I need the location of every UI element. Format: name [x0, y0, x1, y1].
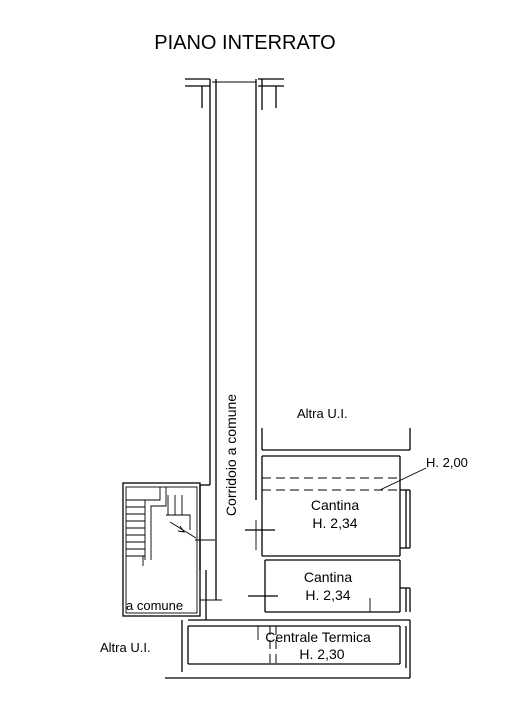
plan-title: PIANO INTERRATO: [154, 32, 336, 54]
staircase: [122, 482, 201, 617]
label-scala-comune: a comune: [126, 598, 183, 613]
label-altra-ui-left: Altra U.I.: [100, 640, 151, 655]
label-cantina-2: Cantina: [304, 569, 352, 585]
cantina-2-walls: [248, 559, 411, 613]
label-centrale-termica-height: H. 2,30: [299, 646, 344, 662]
label-cantina-1-height: H. 2,34: [312, 515, 357, 531]
centrale-termica-walls: [165, 619, 411, 679]
label-cantina-2-height: H. 2,34: [305, 587, 350, 603]
label-height-dashed: H. 2,00: [426, 455, 468, 470]
label-centrale-termica: Centrale Termica: [265, 629, 371, 645]
label-corridoio: Corridoio a comune: [223, 394, 239, 516]
label-cantina-1: Cantina: [311, 497, 359, 513]
label-altra-ui-top: Altra U.I.: [297, 406, 348, 421]
cantina-1-walls: [261, 428, 427, 557]
